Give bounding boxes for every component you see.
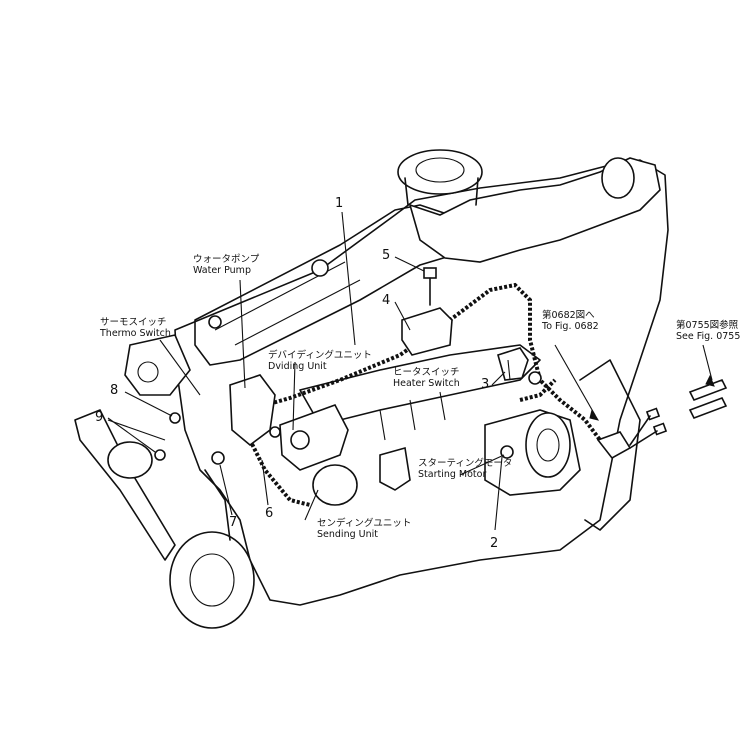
- label-dividing-unit-jp: デバイディングユニット: [268, 350, 372, 361]
- label-see-fig-0755-en: See Fig. 0755: [676, 331, 741, 342]
- harness-end-connector: [596, 431, 632, 460]
- water-pump: [229, 374, 276, 447]
- part-number-8: 8: [110, 383, 119, 398]
- fan-belt: [74, 409, 176, 561]
- part-number-6: 6: [265, 506, 274, 521]
- idler-pulley: [107, 441, 153, 479]
- label-to-fig-0682-en: To Fig. 0682: [542, 321, 599, 332]
- head-cover: [194, 204, 481, 366]
- dividing-unit-body: [279, 404, 349, 471]
- label-water-pump: ウォータポンプ Water Pump: [193, 254, 259, 276]
- label-see-fig-0755: 第0755図参照 See Fig. 0755: [676, 320, 740, 342]
- clip-8: [169, 412, 181, 424]
- arrow-to-0755: [705, 374, 715, 387]
- label-see-fig-0755-jp: 第0755図参照: [676, 320, 739, 331]
- label-starting-motor-en: Starting Motor: [418, 469, 487, 480]
- bolt-5-head: [423, 267, 437, 279]
- intake-neck: [404, 177, 479, 206]
- leader-lines: [107, 211, 713, 531]
- label-sending-unit-jp: センディングユニット: [317, 518, 412, 529]
- part-number-3: 3: [481, 377, 490, 392]
- label-heater-switch: ヒータスイッチ Heater Switch: [393, 367, 460, 389]
- label-thermo-switch-jp: サーモスイッチ: [100, 317, 167, 328]
- part-number-1: 1: [335, 196, 344, 211]
- part-number-2: 2: [490, 536, 499, 551]
- label-thermo-switch: サーモスイッチ Thermo Switch: [100, 317, 171, 339]
- harness-branch-heater: [519, 378, 557, 402]
- crank-pulley-hub: [189, 553, 235, 607]
- dividing-unit-connector: [290, 430, 310, 450]
- label-starting-motor: スターティングモータ Starting Motor: [418, 458, 512, 480]
- label-dividing-unit-en: Dviding Unit: [268, 361, 327, 372]
- starting-motor-end-cap: [536, 428, 560, 462]
- oil-cap: [311, 259, 329, 277]
- label-thermo-switch-en: Thermo Switch: [100, 328, 171, 339]
- motor-terminal: [500, 445, 514, 459]
- clip-9: [154, 449, 166, 461]
- heater-switch-terminal: [528, 371, 542, 385]
- label-water-pump-jp: ウォータポンプ: [193, 254, 260, 265]
- connector-0755-b: [688, 396, 728, 420]
- clamp-4: [401, 307, 453, 356]
- connector-leads: [629, 415, 658, 449]
- thermostat-housing: [124, 334, 191, 396]
- label-to-fig-0682-jp: 第0682図へ: [542, 310, 595, 321]
- oil-filter: [312, 464, 358, 506]
- label-water-pump-en: Water Pump: [193, 265, 251, 276]
- starting-motor-end: [525, 412, 571, 478]
- label-sending-unit-en: Sending Unit: [317, 529, 378, 540]
- connector-b: [652, 422, 668, 436]
- part-number-5: 5: [382, 248, 391, 263]
- label-heater-switch-jp: ヒータスイッチ: [393, 367, 460, 378]
- turbo-outlet: [601, 157, 635, 199]
- fuel-filter: [379, 446, 411, 491]
- part-number-7: 7: [229, 515, 238, 530]
- clip-7: [211, 451, 225, 465]
- label-heater-switch-en: Heater Switch: [393, 378, 460, 389]
- manifold: [299, 344, 541, 426]
- label-sending-unit: センディングユニット Sending Unit: [317, 518, 411, 540]
- crank-pulley: [169, 531, 255, 629]
- head-bolt: [208, 315, 222, 329]
- heater-switch-bracket: [497, 347, 529, 381]
- thermo-switch-boss: [137, 361, 159, 383]
- label-to-fig-0682: 第0682図へ To Fig. 0682: [542, 310, 599, 332]
- part-number-9: 9: [95, 410, 104, 425]
- flywheel-housing: [579, 359, 641, 531]
- injector-lines: [379, 391, 446, 441]
- front-cover-edge: [204, 469, 231, 541]
- arrow-to-0682: [589, 408, 600, 421]
- intake-duct: [408, 157, 661, 263]
- wiring-harness: [254, 282, 612, 452]
- air-intake-inner: [415, 157, 465, 183]
- part-number-4: 4: [382, 293, 391, 308]
- clip-6: [269, 426, 281, 438]
- label-starting-motor-jp: スターティングモータ: [418, 458, 513, 469]
- label-dividing-unit: デバイディングユニット Dviding Unit: [268, 350, 372, 372]
- air-intake-top: [397, 149, 483, 195]
